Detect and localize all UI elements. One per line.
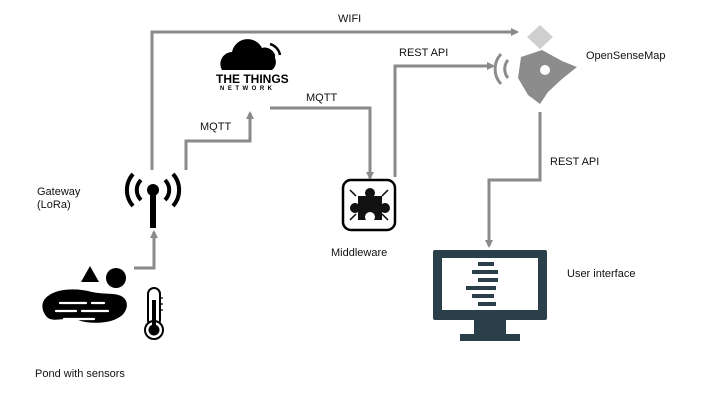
pond-icon <box>42 266 127 323</box>
ttn-subtitle: NETWORK <box>220 86 276 92</box>
edge-label-mqtt-ttn-middleware: MQTT <box>306 92 338 104</box>
desktop-monitor-icon <box>433 250 547 341</box>
thermometer-icon <box>144 287 164 340</box>
edge-mqtt-gateway-ttn <box>184 111 254 170</box>
puzzle-piece-icon <box>341 178 397 232</box>
node-label-opensensemap: OpenSenseMap <box>586 50 666 62</box>
edge-wifi <box>150 28 519 170</box>
edge-pond-gateway <box>134 230 158 270</box>
cloud-wifi-icon <box>220 39 282 70</box>
node-label-pond: Pond with sensors <box>35 368 125 380</box>
ttn-title: THE THINGS <box>216 72 289 86</box>
opensensemap-logo-icon <box>493 25 577 104</box>
node-label-gateway: Gateway (LoRa) <box>37 186 81 211</box>
edge-label-wifi: WIFI <box>338 13 362 25</box>
edge-label-mqtt-gateway-ttn: MQTT <box>200 121 232 133</box>
edge-rest-osm-ui <box>485 112 542 248</box>
node-label-user-interface: User interface <box>567 268 636 280</box>
antenna-tower-icon <box>124 172 182 228</box>
edge-mqtt-ttn-middleware <box>270 106 374 180</box>
edge-rest-middleware-osm <box>393 62 495 177</box>
edge-label-rest-osm-ui: REST API <box>550 156 600 168</box>
edge-label-rest-middleware-osm: REST API <box>399 47 449 59</box>
node-label-middleware: Middleware <box>331 247 388 259</box>
